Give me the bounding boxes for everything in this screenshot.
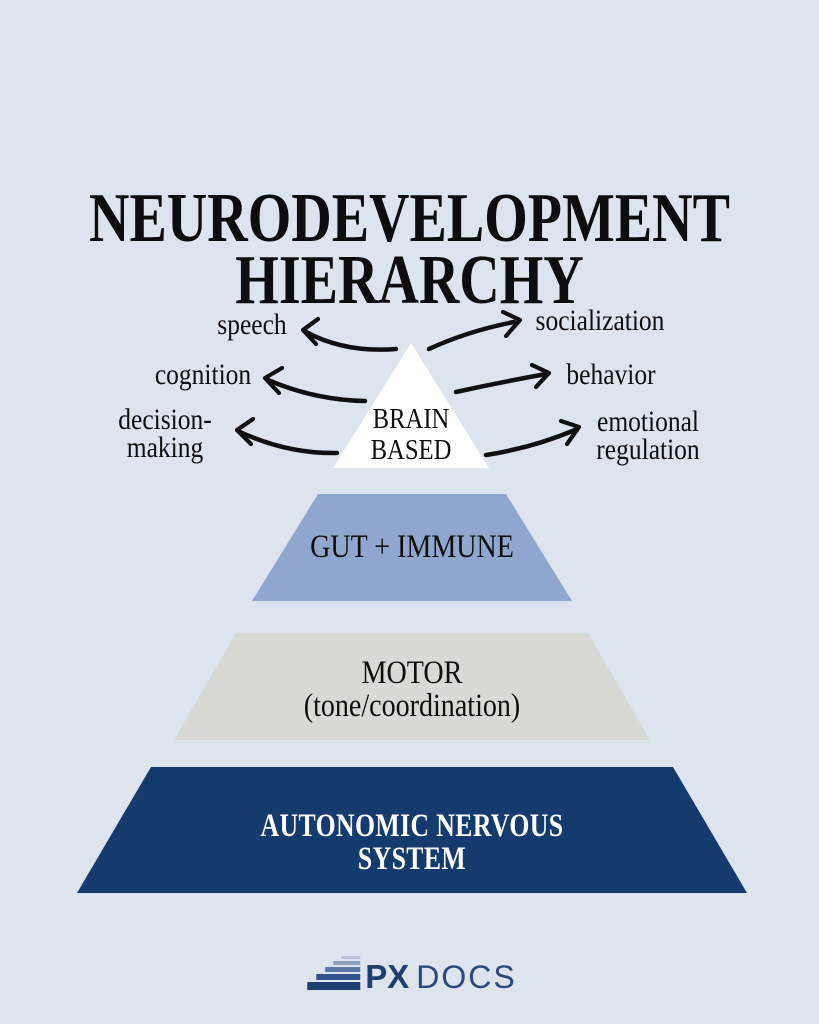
label-decision-making: decision- making	[118, 403, 212, 464]
stacked-bars-icon	[307, 956, 361, 992]
label-behavior: behavior	[566, 358, 656, 391]
arrow-to-emotional-regulation	[483, 418, 582, 458]
arrow-to-speech	[300, 316, 399, 352]
arrow-to-cognition	[262, 365, 368, 404]
autonomic-nervous-system-label: AUTONOMIC NERVOUS SYSTEM	[260, 808, 564, 877]
gut-immune-label: GUT + IMMUNE	[310, 529, 514, 565]
label-socialization: socialization	[535, 304, 665, 337]
motor-label: MOTOR (tone/coordination)	[303, 655, 521, 724]
main-title: NEURODEVELOPMENT HIERARCHY	[89, 179, 730, 319]
brain-based-label: BRAIN BASED	[370, 403, 452, 466]
label-speech: speech	[217, 308, 287, 341]
label-emotional-regulation: emotional regulation	[596, 405, 700, 466]
label-cognition: cognition	[154, 358, 252, 391]
logo-text-docs: DOCS	[416, 959, 517, 995]
px-docs-logo: PX DOCS	[307, 956, 517, 995]
arrow-to-decision-making	[234, 416, 340, 456]
arrow-to-behavior	[453, 362, 552, 395]
logo-text-px: PX	[365, 958, 410, 995]
